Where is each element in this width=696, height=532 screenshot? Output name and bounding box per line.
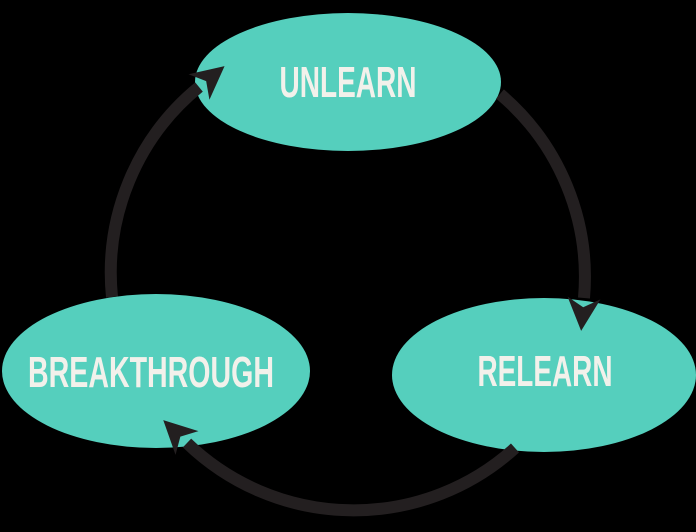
node-unlearn <box>195 13 501 151</box>
node-relearn-ellipse <box>392 298 696 452</box>
arrow-unlearn-to-relearn <box>496 89 601 331</box>
node-unlearn-ellipse <box>195 13 501 151</box>
node-relearn <box>392 298 696 452</box>
node-breakthrough <box>2 294 310 448</box>
arrow-breakthrough-to-unlearn <box>104 66 225 298</box>
node-breakthrough-label: BREAKTHROUGH <box>28 348 274 397</box>
arrow-relearn-to-breakthrough <box>163 420 520 517</box>
node-breakthrough-ellipse <box>2 294 310 448</box>
node-unlearn-label: UNLEARN <box>280 58 417 107</box>
node-relearn-label: RELEARN <box>478 347 613 396</box>
